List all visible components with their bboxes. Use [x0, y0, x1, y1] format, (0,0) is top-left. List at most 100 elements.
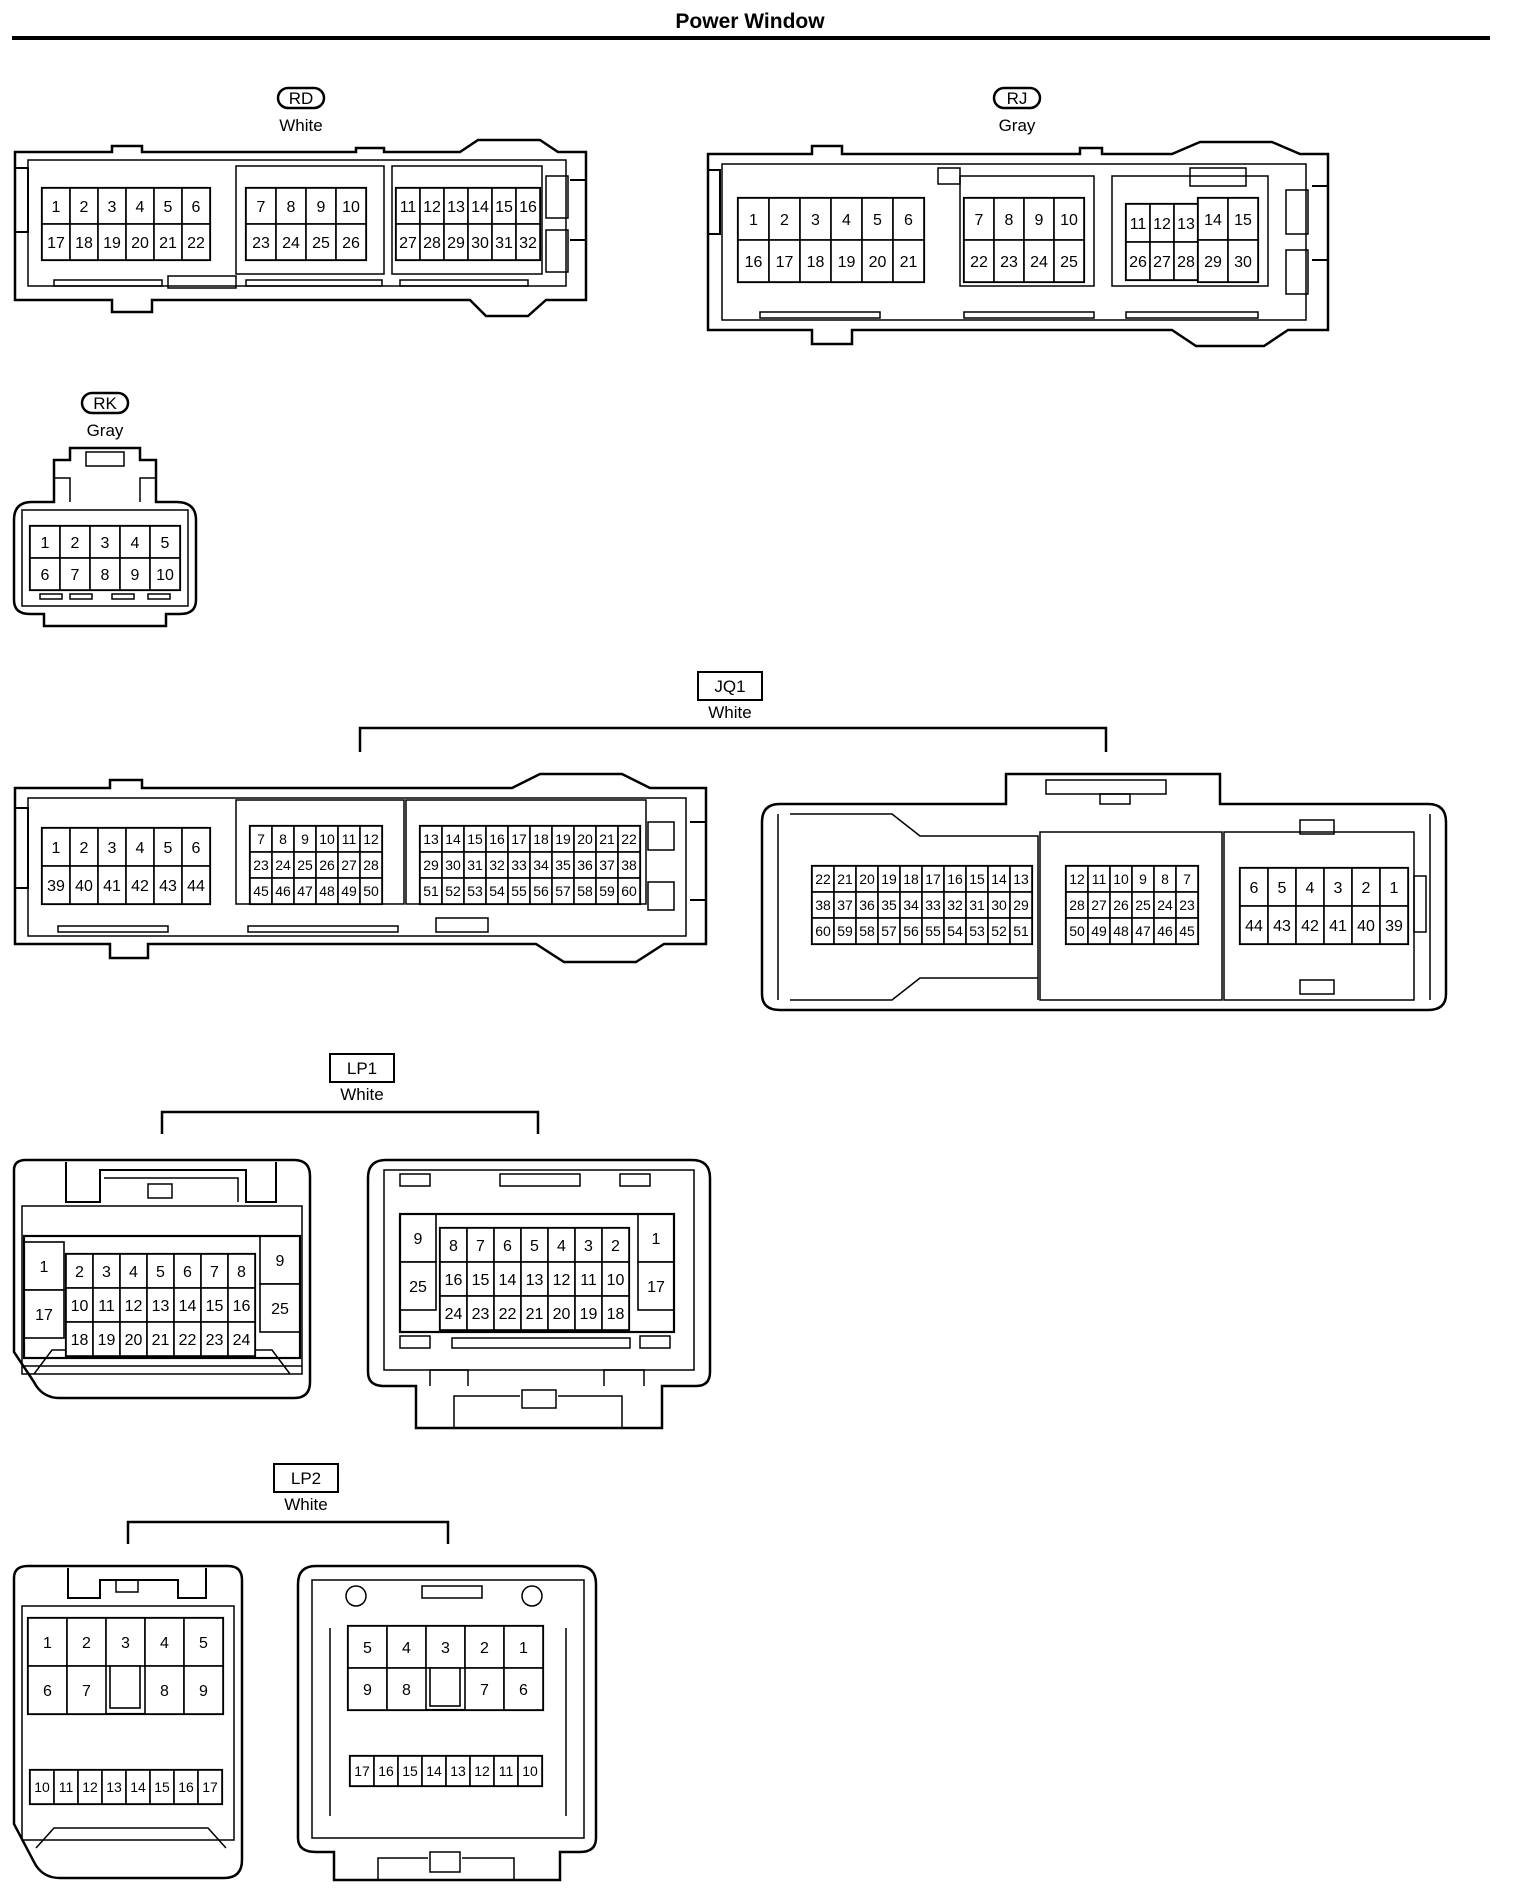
pin-cell: [66, 1665, 107, 1715]
pin-cell: [41, 865, 71, 905]
connector-lp1-right-housing: [366, 1158, 712, 1430]
pin-number: 4: [557, 1238, 566, 1255]
pin-number: 40: [1357, 918, 1375, 935]
pin-number: 46: [275, 883, 291, 899]
connector-jq1-color: White: [708, 703, 751, 722]
pin-number: 10: [319, 831, 335, 847]
pin-number: 46: [1157, 923, 1173, 939]
pin-cell: [737, 197, 770, 241]
pin-number: 1: [41, 535, 50, 552]
pin-cell: [181, 187, 211, 225]
pin-number: 3: [108, 199, 117, 216]
pin-cell: [503, 1667, 544, 1711]
pin-cell: [153, 223, 183, 261]
pin-cell: [517, 1755, 543, 1787]
pin-cell: [1323, 905, 1353, 945]
pin-number: 8: [237, 1264, 246, 1281]
pin-number: 19: [98, 1332, 116, 1349]
pin-number: 59: [599, 883, 615, 899]
pin-number: 18: [607, 1306, 625, 1323]
pin-number: 15: [472, 1272, 490, 1289]
pin-number: 24: [445, 1306, 463, 1323]
pin-number: 43: [1273, 918, 1291, 935]
pin-number: 9: [199, 1683, 208, 1700]
pin-cell: [69, 865, 99, 905]
pin-cell: [173, 1769, 199, 1805]
pin-number: 32: [489, 857, 505, 873]
pin-cell: [173, 1321, 202, 1357]
pin-number: 17: [511, 831, 527, 847]
connector-lp2-right-housing: [296, 1564, 598, 1882]
pin-number: 22: [499, 1306, 517, 1323]
pin-number: 15: [402, 1763, 418, 1779]
pin-number: 19: [555, 831, 571, 847]
pin-number: 11: [342, 831, 357, 847]
connector-jq1-bracket: [358, 726, 1108, 752]
pin-number: 18: [903, 871, 919, 887]
pin-cell: [861, 197, 894, 241]
pin-number: 17: [647, 1279, 665, 1296]
pin-number: 39: [1385, 918, 1403, 935]
pin-number: 45: [253, 883, 269, 899]
pin-cell: [1053, 197, 1085, 241]
pin-number: 16: [178, 1779, 194, 1795]
pin-number: 12: [363, 831, 379, 847]
pin-number: 7: [82, 1683, 91, 1700]
pin-number: 9: [317, 199, 326, 216]
pin-number: 42: [131, 878, 149, 895]
pin-number: 16: [378, 1763, 394, 1779]
pin-number: 47: [297, 883, 313, 899]
pin-cell: [993, 239, 1025, 283]
pin-cell: [259, 1283, 301, 1333]
pin-number: 6: [183, 1264, 192, 1281]
pin-number: 51: [1013, 923, 1029, 939]
pin-number: 59: [837, 923, 853, 939]
pin-cell: [737, 239, 770, 283]
pin-number: 37: [837, 897, 853, 913]
pin-number: 3: [121, 1635, 130, 1652]
pin-number: 7: [476, 1238, 485, 1255]
pin-number: 2: [71, 535, 80, 552]
pin-number: 9: [1139, 871, 1147, 887]
pin-number: 3: [101, 535, 110, 552]
pin-cell: [1379, 867, 1409, 907]
pin-number: 11: [98, 1298, 115, 1315]
pin-cell: [181, 865, 211, 905]
pin-cell: [200, 1287, 229, 1323]
pin-number: 16: [489, 831, 505, 847]
pin-number: 2: [1362, 880, 1371, 897]
pin-number: 25: [297, 857, 313, 873]
pin-number: 24: [233, 1332, 251, 1349]
pin-number: 3: [1334, 880, 1343, 897]
pin-number: 10: [342, 199, 360, 216]
pin-number: 23: [253, 857, 269, 873]
pin-number: 50: [1069, 923, 1085, 939]
pin-cell: [245, 223, 277, 261]
pin-cell: [23, 1241, 65, 1291]
pin-number: 2: [75, 1264, 84, 1281]
pin-number: 18: [807, 254, 825, 271]
connector-lp2: LP2 White: [12, 1463, 598, 1882]
pin-cell: [149, 557, 181, 591]
pin-cell: [23, 1289, 65, 1339]
pin-number: 29: [447, 235, 465, 252]
pin-number: 13: [447, 199, 465, 216]
pin-number: 22: [179, 1332, 197, 1349]
pin-number: 48: [1113, 923, 1129, 939]
pin-cell: [125, 1769, 151, 1805]
pin-number: 28: [1069, 897, 1085, 913]
pin-number: 18: [75, 235, 93, 252]
connector-rj: RJ Gray: [706, 86, 1330, 348]
pin-number: 2: [82, 1635, 91, 1652]
pin-number: 20: [577, 831, 593, 847]
pin-number: 9: [301, 831, 309, 847]
pin-number: 34: [903, 897, 919, 913]
pin-number: 49: [1091, 923, 1107, 939]
pin-number: 19: [580, 1306, 598, 1323]
pin-number: 31: [495, 235, 513, 252]
pin-number: 1: [652, 1231, 661, 1248]
pin-number: 7: [257, 831, 265, 847]
pin-number: 14: [499, 1272, 517, 1289]
pin-number: 40: [75, 878, 93, 895]
